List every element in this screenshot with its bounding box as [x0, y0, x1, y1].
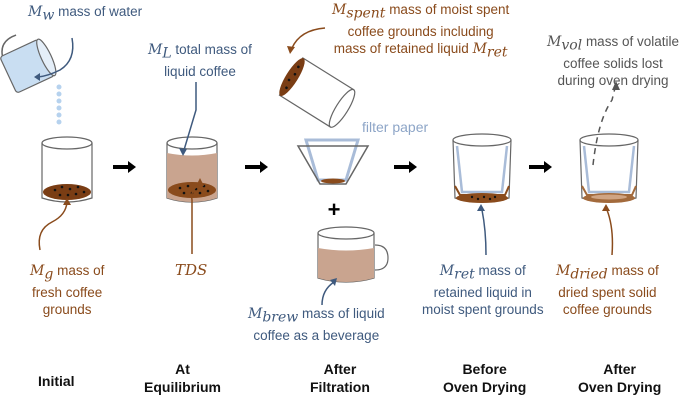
label-fresh-grounds-mass: Mg mass of fresh coffee grounds: [30, 263, 105, 317]
label-tds: TDS: [175, 261, 208, 279]
plus-sign: +: [328, 197, 341, 222]
water-drops-icon: [56, 84, 62, 125]
mw-pointer-arrow: [37, 37, 74, 78]
label-total-liquid-mass: ML total mass of liquid coffee: [148, 42, 252, 79]
process-arrow-3: [394, 161, 417, 173]
label-dried-grounds-mass: Mdried mass of dried spent solid coffee …: [556, 263, 659, 317]
water-pitcher-icon: [0, 34, 57, 93]
glass-initial-icon: [41, 136, 93, 203]
label-brew-mass: Mbrew mass of liquid coffee as a beverag…: [248, 306, 385, 343]
stage-label-initial: Initial: [38, 373, 75, 389]
glass-equilibrium-icon: [166, 136, 218, 203]
tilted-spent-glass-icon: [278, 57, 356, 128]
label-filter-paper: filter paper: [362, 119, 429, 135]
glass-after-oven-icon: [579, 133, 639, 203]
coffee-mug-icon: [317, 226, 389, 283]
label-retained-liquid-mass: Mret mass of retained liquid in moist sp…: [422, 263, 544, 317]
stage-label-after-oven: After Oven Drying: [578, 361, 662, 395]
process-arrow-4: [529, 161, 552, 173]
glass-before-oven-icon: [452, 133, 512, 203]
filter-funnel-icon: [296, 138, 370, 185]
stage-label-equilibrium: At Equilibrium: [144, 361, 221, 395]
process-arrow-2: [245, 161, 268, 173]
label-volatile-mass: Mvol mass of volatile coffee solids lost…: [547, 34, 679, 88]
stage-label-filtration: After Filtration: [310, 361, 370, 395]
volatile-loss-dashed-arrow: [592, 87, 616, 166]
process-arrow-1: [113, 161, 136, 173]
label-mass-of-water: Mw mass of water: [28, 4, 143, 24]
stage-label-before-oven: Before Oven Drying: [443, 361, 527, 395]
label-spent-grounds-mass: Mspent mass of moist spent coffee ground…: [332, 2, 510, 61]
